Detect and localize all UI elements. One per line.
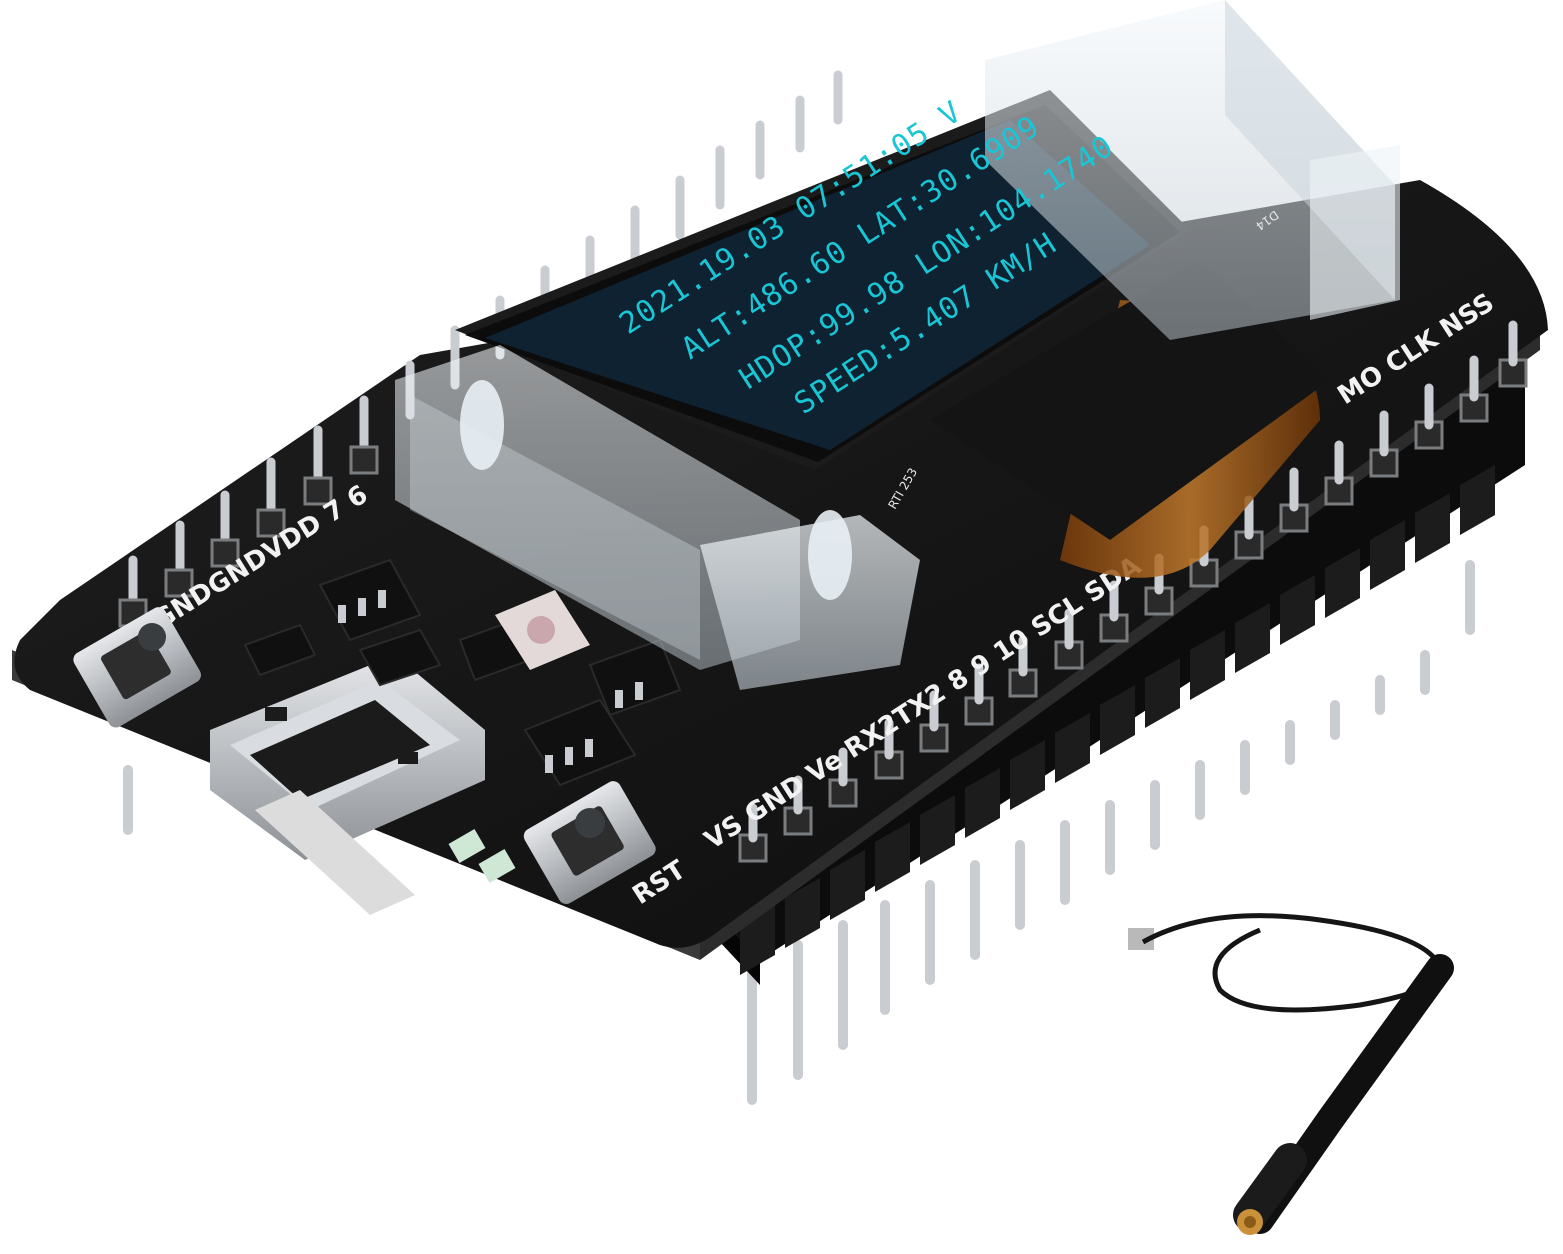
- user-button[interactable]: [70, 604, 203, 730]
- rst-button[interactable]: [521, 778, 659, 907]
- usb-micro-port[interactable]: [210, 655, 485, 915]
- status-leds: [448, 828, 516, 884]
- oled-module: D14 RTI 253: [395, 0, 1400, 690]
- rgb-led: [495, 590, 590, 670]
- ic-chips: [243, 558, 682, 787]
- antenna-icon: [1128, 913, 1454, 1235]
- oled-screen: [485, 120, 1150, 450]
- bottom-header-pins: [123, 560, 1475, 1105]
- ic-pins: [338, 590, 643, 773]
